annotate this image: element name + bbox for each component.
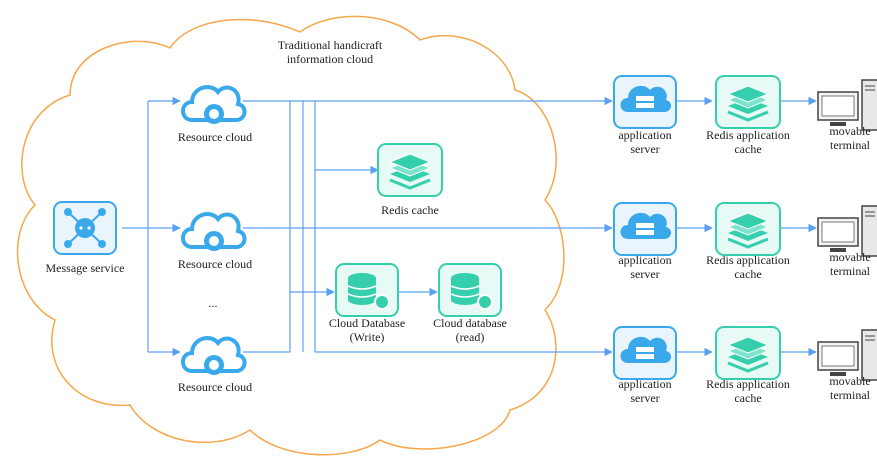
computer-terminal-icon (817, 205, 877, 257)
redis-app-cache-icon (715, 326, 781, 380)
computer-terminal-icon (817, 79, 877, 131)
redis-app-line1: Redis application (706, 128, 790, 142)
cloud-title: Traditional handicraft information cloud (255, 38, 405, 66)
application-server-icon (613, 202, 677, 256)
redis-app-line2: cache (734, 142, 762, 156)
application-server-icon (613, 326, 677, 380)
resource-cloud-icon (181, 212, 247, 251)
cloud-title-line1: Traditional handicraft (277, 38, 383, 52)
cloud-db-write-line2: (Write) (349, 330, 385, 344)
redis-app-label: Redis application cache (695, 128, 801, 156)
resource-cloud-icon (181, 85, 247, 124)
resource-cloud-label: Resource cloud (177, 380, 253, 394)
cloud-db-write-label: Cloud Database (Write) (317, 316, 417, 344)
terminal-label: movable terminal (823, 374, 877, 402)
app-server-label: application server (605, 128, 685, 156)
app-server-line2: server (630, 391, 660, 405)
resource-cloud-label: Resource cloud (177, 130, 253, 144)
resource-cloud-icon (181, 336, 247, 375)
app-server-label: application server (605, 377, 685, 405)
redis-cache-icon (377, 143, 443, 197)
redis-app-line2: cache (734, 267, 762, 281)
cloud-db-read-line1: Cloud database (433, 316, 507, 330)
redis-app-label: Redis application cache (695, 377, 801, 405)
redis-app-line1: Redis application (706, 253, 790, 267)
terminal-line1: movable (829, 374, 871, 388)
application-server-icon (613, 75, 677, 129)
app-server-line1: application (618, 253, 672, 267)
terminal-line1: movable (829, 250, 871, 264)
redis-app-cache-icon (715, 202, 781, 256)
app-server-line1: application (618, 128, 672, 142)
connectors (122, 96, 817, 357)
terminal-line2: terminal (830, 138, 870, 152)
app-server-line1: application (618, 377, 672, 391)
message-service-label: Message service (45, 261, 125, 275)
app-server-line2: server (630, 142, 660, 156)
cloud-boundary (16, 15, 565, 456)
redis-app-line2: cache (734, 391, 762, 405)
database-read-icon (438, 263, 502, 317)
terminal-line2: terminal (830, 264, 870, 278)
redis-app-cache-icon (715, 75, 781, 129)
redis-app-label: Redis application cache (695, 253, 801, 281)
resource-cloud-label: Resource cloud (177, 257, 253, 271)
message-service-icon (53, 201, 117, 255)
terminal-label: movable terminal (823, 124, 877, 152)
terminal-line1: movable (829, 124, 871, 138)
app-server-line2: server (630, 267, 660, 281)
cloud-title-line2: information cloud (286, 52, 374, 66)
cloud-db-read-line2: (read) (455, 330, 485, 344)
terminal-label: movable terminal (823, 250, 877, 278)
app-server-label: application server (605, 253, 685, 281)
redis-cache-label: Redis cache (381, 203, 439, 217)
cloud-db-write-line1: Cloud Database (328, 316, 406, 330)
cloud-db-read-label: Cloud database (read) (420, 316, 520, 344)
computer-terminal-icon (817, 329, 877, 381)
redis-app-line1: Redis application (706, 377, 790, 391)
ellipsis-label: ... (208, 296, 218, 310)
database-write-icon (335, 263, 399, 317)
terminal-line2: terminal (830, 388, 870, 402)
